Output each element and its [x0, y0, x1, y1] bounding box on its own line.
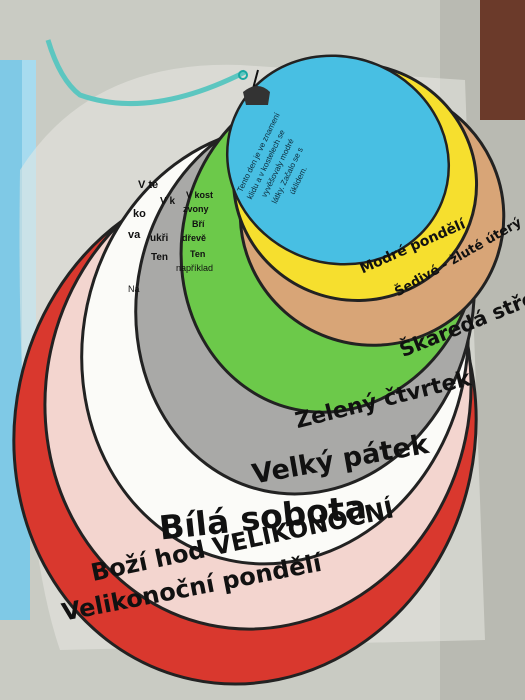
door-frame [480, 0, 525, 120]
ribbon [45, 39, 247, 107]
white-card-text-1: V te [138, 179, 158, 191]
green-card-text-2: zvony [183, 204, 209, 214]
green-card-text-4: dřevě [182, 233, 206, 243]
gray-card-text-3: Ten [151, 252, 168, 263]
white-card-text-3: va [128, 229, 141, 241]
church-bell-icon [238, 69, 270, 105]
gray-card-text-1: V k [160, 196, 175, 207]
green-card-text-5: Ten [190, 249, 205, 259]
gray-card-text-2: ukři [150, 233, 169, 244]
green-card-text-1: V kost [186, 190, 213, 200]
green-card-text-6: například [176, 263, 213, 273]
gray-card-text-4: Na [128, 284, 140, 294]
green-card-text-3: Bří [192, 219, 205, 229]
white-card-text-2: ko [133, 208, 146, 220]
layer-blue[interactable]: Tento den je ve znamení klidu a v kostel… [196, 23, 481, 298]
